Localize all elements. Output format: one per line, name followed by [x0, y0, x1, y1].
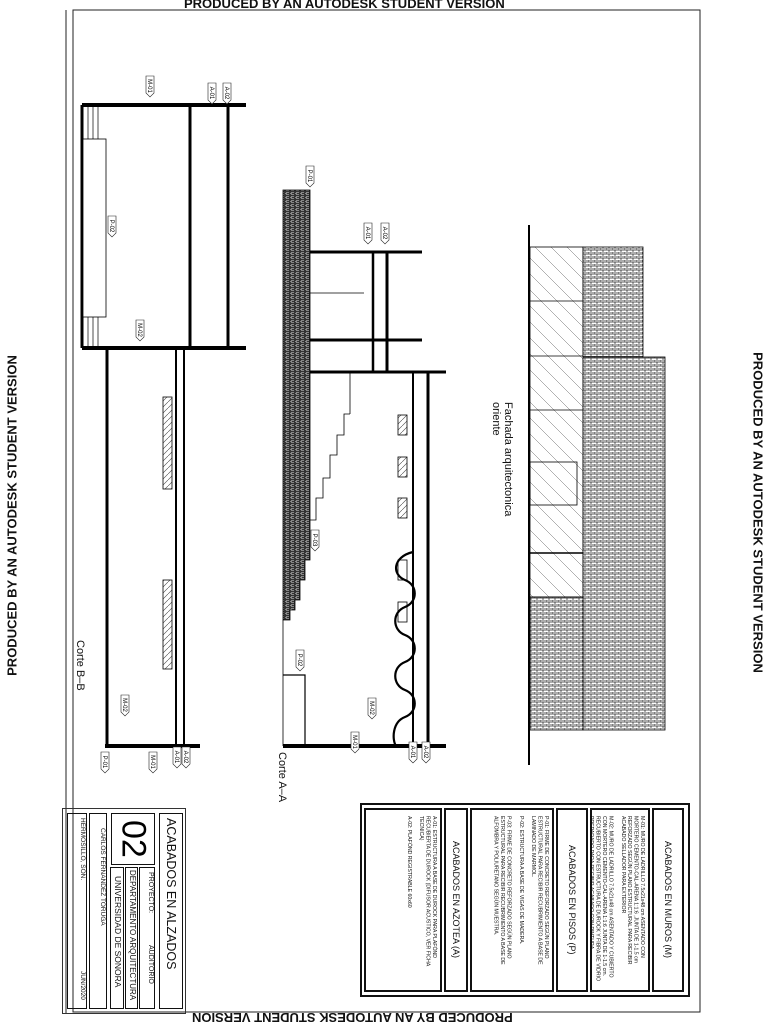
project-name: AUDITORIO — [147, 945, 154, 984]
sheet-number: 02 — [111, 813, 155, 865]
finishes-legend: ACABADOS EN MUROS (M) M-01: MURO DE LADR… — [360, 803, 690, 997]
section-b-b-title: Corte B–B — [74, 640, 86, 691]
tag-marker — [367, 697, 377, 720]
university-field: UNIVERSIDAD DE SONORA — [110, 867, 124, 1009]
tag-label: P-02 — [296, 654, 302, 667]
tag-label: M-01 — [351, 735, 357, 749]
legend-item-p01: P-01: FIRME DE CONCRETO REFORZADO SEGÚN … — [530, 816, 549, 965]
finish-tag: P-01 — [100, 751, 110, 774]
tag-label: A-01 — [409, 746, 415, 759]
finish-tag: M-01 — [145, 75, 155, 98]
tag-label: P-03 — [311, 534, 317, 547]
legend-header-roof: ACABADOS EN AZOTEA (A) — [444, 808, 468, 992]
tag-label: P-01 — [306, 170, 312, 183]
tag-label: A-02 — [182, 751, 188, 764]
legend-item-m01: M-01: MURO DE LADRILLO 7.5x21x48 cm ASEN… — [619, 816, 645, 965]
tag-marker — [107, 215, 117, 238]
watermark-bottom: PRODUCED BY AN AUTODESK STUDENT VERSION — [192, 1010, 513, 1025]
tag-marker — [380, 222, 390, 245]
legend-item-m02: M-02: MURO DE LADRILLO 7.5x21x48 cm ASEN… — [588, 816, 614, 982]
department-field: DEPARTAMENTO ARQUITECTURA — [125, 867, 138, 1009]
section-a-a — [282, 189, 446, 748]
legend-floors-notes: P-01: FIRME DE CONCRETO REFORZADO SEGÚN … — [470, 808, 554, 992]
tag-label: A-02 — [223, 87, 229, 100]
legend-item-p02: P-02: ESTRUCTURA A BASE DE VIGAS DE MADE… — [517, 816, 524, 945]
section-a-a-title: Corte A–A — [276, 752, 288, 803]
tag-marker — [135, 319, 145, 342]
finish-tag: P-01 — [305, 165, 315, 188]
tag-marker — [305, 165, 315, 188]
tag-marker — [222, 82, 232, 105]
legend-walls-notes: M-01: MURO DE LADRILLO 7.5x21x48 cm ASEN… — [588, 808, 650, 992]
legend-header-walls: ACABADOS EN MUROS (M) — [652, 808, 684, 992]
finish-tag: A-01 — [408, 741, 418, 764]
finish-tag: M-02 — [135, 319, 145, 342]
tag-marker — [408, 741, 418, 764]
facade-title-line1: Fachada arquitectonica — [502, 402, 514, 517]
tag-label: A-01 — [173, 751, 179, 764]
finish-tag: A-02 — [380, 222, 390, 245]
date: JUN/2020 — [79, 971, 86, 1000]
tag-marker — [181, 746, 191, 769]
tag-marker — [145, 75, 155, 98]
tag-marker — [100, 751, 110, 774]
project-label: PROYECTO: — [147, 872, 154, 914]
finish-tag: M-02 — [120, 694, 130, 717]
section-b-b — [80, 103, 246, 748]
tag-marker — [148, 751, 158, 774]
tag-label: A-02 — [381, 227, 387, 240]
finish-tag: M-01 — [148, 751, 158, 774]
sheet-frame — [65, 9, 701, 1014]
finish-tag: M-02 — [367, 697, 377, 720]
watermark-top: PRODUCED BY AN AUTODESK STUDENT VERSION — [184, 0, 505, 11]
author-field: CARLOS FERNANDEZ TORUGA — [89, 813, 107, 1009]
tag-marker — [295, 649, 305, 672]
tag-label: M-02 — [136, 323, 142, 337]
tag-marker — [120, 694, 130, 717]
watermark-right: PRODUCED BY AN AUTODESK STUDENT VERSION — [750, 352, 766, 673]
tag-label: P-01 — [101, 756, 107, 769]
east-facade — [528, 225, 666, 765]
tag-label: A-01 — [364, 227, 370, 240]
tag-label: A-02 — [422, 746, 428, 759]
tag-marker — [421, 741, 431, 764]
location: HERMOSILLO, SON. — [79, 818, 86, 881]
legend-item-p03: P-03: FIRME DE CONCRETO REFORZADO SEGÚN … — [492, 816, 512, 965]
legend-header-floors: ACABADOS EN PISOS (P) — [556, 808, 588, 992]
finish-tag: P-02 — [295, 649, 305, 672]
tag-label: M-02 — [121, 698, 127, 712]
tag-label: A-01 — [208, 87, 214, 100]
finish-tag: M-01 — [350, 731, 360, 754]
title-block: ACABADOS EN ALZADOS 02 PROYECTO: AUDITOR… — [62, 808, 186, 1014]
location-date-field: HERMOSILLO, SON. JUN/2020 — [67, 813, 87, 1009]
tag-label: M-02 — [368, 701, 374, 715]
legend-item-a01: A-01: ESTRUCTURA A BASE DE DUROCK PARA P… — [418, 816, 437, 966]
finish-tag: P-02 — [107, 215, 117, 238]
tag-marker — [363, 222, 373, 245]
project-field: PROYECTO: AUDITORIO — [139, 867, 155, 1009]
finish-tag: A-01 — [363, 222, 373, 245]
tag-label: M-01 — [149, 755, 155, 769]
tag-marker — [310, 529, 320, 552]
legend-item-a02: A-02: PLAFÓND REGISTRABLE 60x60 — [405, 816, 412, 908]
tag-label: M-01 — [146, 79, 152, 93]
finish-tag: A-02 — [181, 746, 191, 769]
sheet-title: ACABADOS EN ALZADOS — [159, 813, 183, 1009]
finish-tag: A-02 — [222, 82, 232, 105]
watermark-left: PRODUCED BY AN AUTODESK STUDENT VERSION — [4, 355, 20, 676]
tag-marker — [207, 82, 217, 105]
legend-roof-notes: A-01: ESTRUCTURA A BASE DE DUROCK PARA P… — [364, 808, 442, 992]
facade-title-line2: oriente — [490, 402, 502, 436]
finish-tag: P-03 — [310, 529, 320, 552]
tag-label: P-02 — [108, 220, 114, 233]
tag-marker — [350, 731, 360, 754]
finish-tag: A-01 — [207, 82, 217, 105]
sheet-number-text: 02 — [114, 820, 153, 858]
finish-tag: A-01 — [172, 746, 182, 769]
tag-marker — [172, 746, 182, 769]
finish-tag: A-02 — [421, 741, 431, 764]
facade-title: Fachada arquitectonica oriente — [490, 402, 514, 516]
